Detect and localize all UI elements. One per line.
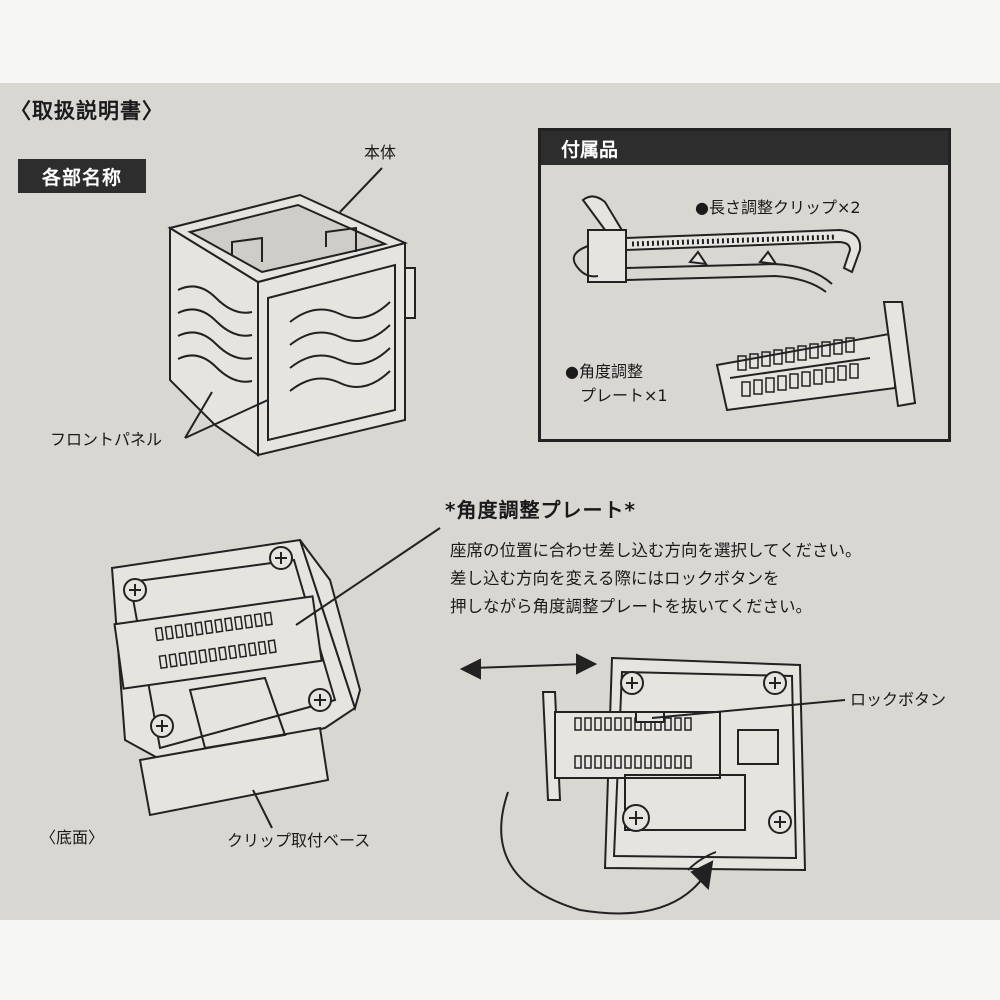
rotation-arrow-illustration (500, 791, 717, 915)
front-panel-label: フロントパネル (50, 430, 163, 449)
bottom-view-illustration (110, 538, 362, 829)
length-clip-label: ●長さ調整クリップ×2 (695, 198, 861, 217)
clip-base-label: クリップ取付ベース (227, 831, 371, 850)
holder-body-illustration (167, 167, 416, 457)
instruction-line-3: 押しながら角度調整プレートを抜いてください。 (450, 597, 813, 616)
direction-arrow-illustration (459, 653, 598, 680)
parts-heading: 各部名称 (18, 159, 146, 193)
angle-plate-section-title: *角度調整プレート* (445, 498, 636, 522)
angle-plate-illustration (715, 301, 917, 412)
plate-insertion-illustration (541, 656, 846, 872)
accessories-heading: 付属品 (541, 131, 948, 165)
instruction-line-1: 座席の位置に合わせ差し込む方向を選択してください。 (450, 541, 862, 560)
angle-plate-label-line2: プレート×1 (580, 386, 668, 405)
accessories-box: 付属品 (538, 128, 951, 442)
lock-button-label: ロックボタン (850, 690, 947, 709)
body-label: 本体 (364, 143, 397, 162)
instruction-line-2: 差し込む方向を変える際にはロックボタンを (450, 569, 780, 588)
angle-plate-label-line1: ●角度調整 (565, 362, 643, 381)
length-clip-illustration (572, 195, 862, 293)
manual-title: 〈取扱説明書〉 (10, 99, 164, 123)
bottom-view-label: 〈底面〉 (40, 828, 105, 847)
